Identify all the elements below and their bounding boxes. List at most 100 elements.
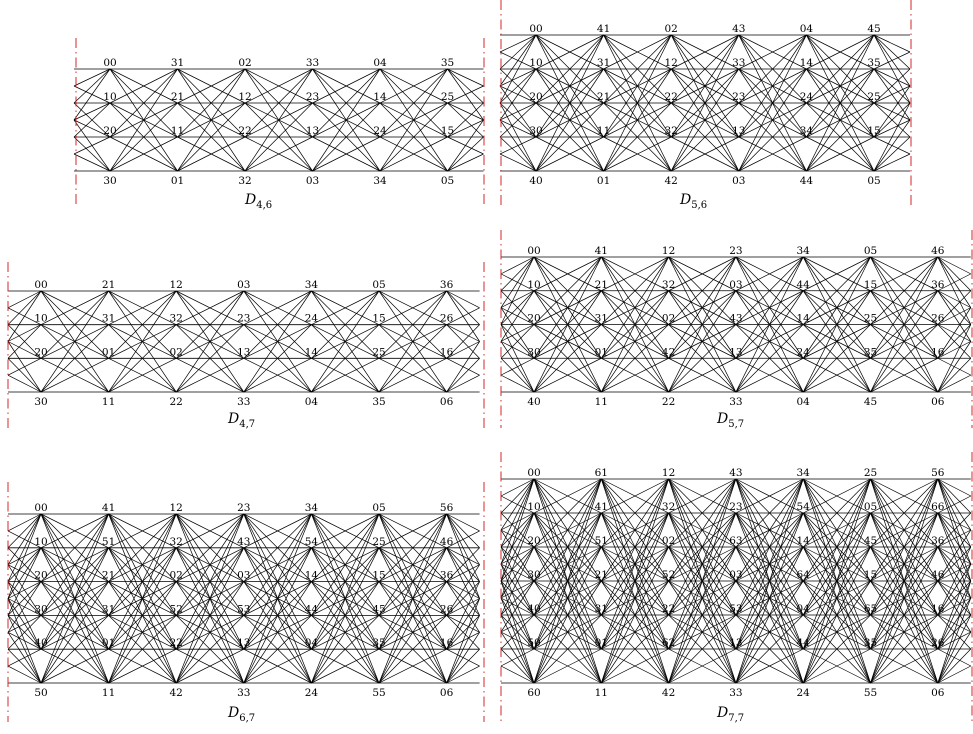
edge xyxy=(40,648,109,684)
vertex-label: 21 xyxy=(102,570,115,582)
edge xyxy=(108,290,177,393)
edge xyxy=(312,68,381,138)
vertex-label: 24 xyxy=(373,125,387,137)
edge xyxy=(802,290,871,393)
wrap-edge xyxy=(937,324,972,359)
vertex-label: 03 xyxy=(732,175,745,187)
edge xyxy=(668,478,737,514)
vertex-label: 14 xyxy=(797,313,811,325)
vertex-label: 13 xyxy=(237,637,250,649)
wrap-edge xyxy=(73,85,111,104)
vertex-label: 12 xyxy=(170,279,183,291)
vertex-label: 16 xyxy=(931,603,945,615)
vertex-label: 34 xyxy=(800,125,814,137)
edge xyxy=(175,513,245,650)
vertex-label: 50 xyxy=(34,687,47,699)
vertex-label: 55 xyxy=(864,687,877,699)
vertex-label: 00 xyxy=(527,467,540,479)
wrap-edge xyxy=(7,547,42,582)
vertex-label: 53 xyxy=(237,603,250,615)
edge xyxy=(379,102,448,172)
wrap-edge xyxy=(446,547,480,566)
vertex-label: 32 xyxy=(170,536,183,548)
edge xyxy=(600,478,669,650)
vertex-label: 35 xyxy=(372,637,385,649)
edge xyxy=(670,34,740,104)
wrap-edge xyxy=(937,563,972,616)
wrap-edge xyxy=(937,512,972,548)
edge xyxy=(668,256,737,325)
wrap-edge xyxy=(447,119,484,172)
edge xyxy=(600,546,669,684)
edge xyxy=(535,34,604,70)
edge xyxy=(735,324,804,393)
edge xyxy=(735,512,804,684)
wrap-edge xyxy=(7,530,42,549)
vertex-label: 46 xyxy=(931,569,945,581)
vertex-label: 25 xyxy=(867,91,880,103)
vertex-label: 46 xyxy=(931,245,945,257)
vertex-label: 33 xyxy=(306,57,319,69)
vertex-label: 03 xyxy=(237,279,250,291)
edge xyxy=(870,478,939,684)
wrap-edge xyxy=(873,153,911,172)
edge xyxy=(601,580,669,684)
vertex-label: 15 xyxy=(372,313,385,325)
caption-subscript: 5,6 xyxy=(691,200,707,211)
edge xyxy=(603,34,672,172)
wrap-edge xyxy=(500,290,535,308)
vertex-label: 02 xyxy=(170,570,183,582)
edge xyxy=(738,34,807,138)
edge xyxy=(870,648,938,684)
edge xyxy=(177,68,246,104)
vertex-label: 11 xyxy=(171,125,184,137)
vertex-label: 50 xyxy=(527,637,540,649)
vertex-label: 04 xyxy=(797,396,811,408)
vertex-label: 62 xyxy=(662,637,675,649)
edge xyxy=(601,478,669,582)
edge xyxy=(311,290,380,325)
vertex-label: 24 xyxy=(797,687,811,699)
edge xyxy=(870,614,939,684)
edge xyxy=(379,136,448,172)
edge xyxy=(109,68,178,138)
edge xyxy=(175,513,245,684)
vertex-label: 22 xyxy=(238,125,251,137)
wrap-edge xyxy=(937,358,972,393)
edge xyxy=(802,580,871,684)
edge xyxy=(668,648,737,684)
wrap-edge xyxy=(500,256,535,275)
wrap-edge xyxy=(873,119,911,138)
edge xyxy=(603,34,672,104)
edge xyxy=(311,513,380,684)
wrap-edge xyxy=(7,564,42,616)
wrap-edge xyxy=(937,495,971,514)
wrap-edge xyxy=(446,324,480,359)
vertex-label: 12 xyxy=(662,467,675,479)
edge xyxy=(40,290,109,359)
edge xyxy=(533,256,602,393)
vertex-label: 22 xyxy=(170,637,183,649)
wrap-edge xyxy=(500,512,535,531)
vertex-label: 14 xyxy=(305,570,319,582)
edge xyxy=(311,290,380,359)
edge xyxy=(40,290,109,325)
vertex-label: 34 xyxy=(797,467,811,479)
edge xyxy=(870,478,939,650)
edge xyxy=(603,34,672,138)
edge xyxy=(40,513,109,549)
vertex-label: 23 xyxy=(237,502,250,514)
edge xyxy=(175,513,245,616)
vertex-label: 22 xyxy=(665,91,678,103)
wrap-edge xyxy=(500,495,535,514)
vertex-label: 15 xyxy=(372,570,385,582)
edge xyxy=(601,478,669,548)
wrap-edge xyxy=(937,256,972,325)
vertex-label: 10 xyxy=(34,536,47,548)
edge xyxy=(311,324,380,393)
edge xyxy=(806,34,875,70)
edge xyxy=(312,136,381,172)
wrap-edge xyxy=(500,374,535,393)
edge xyxy=(535,68,604,172)
edge xyxy=(40,358,109,393)
